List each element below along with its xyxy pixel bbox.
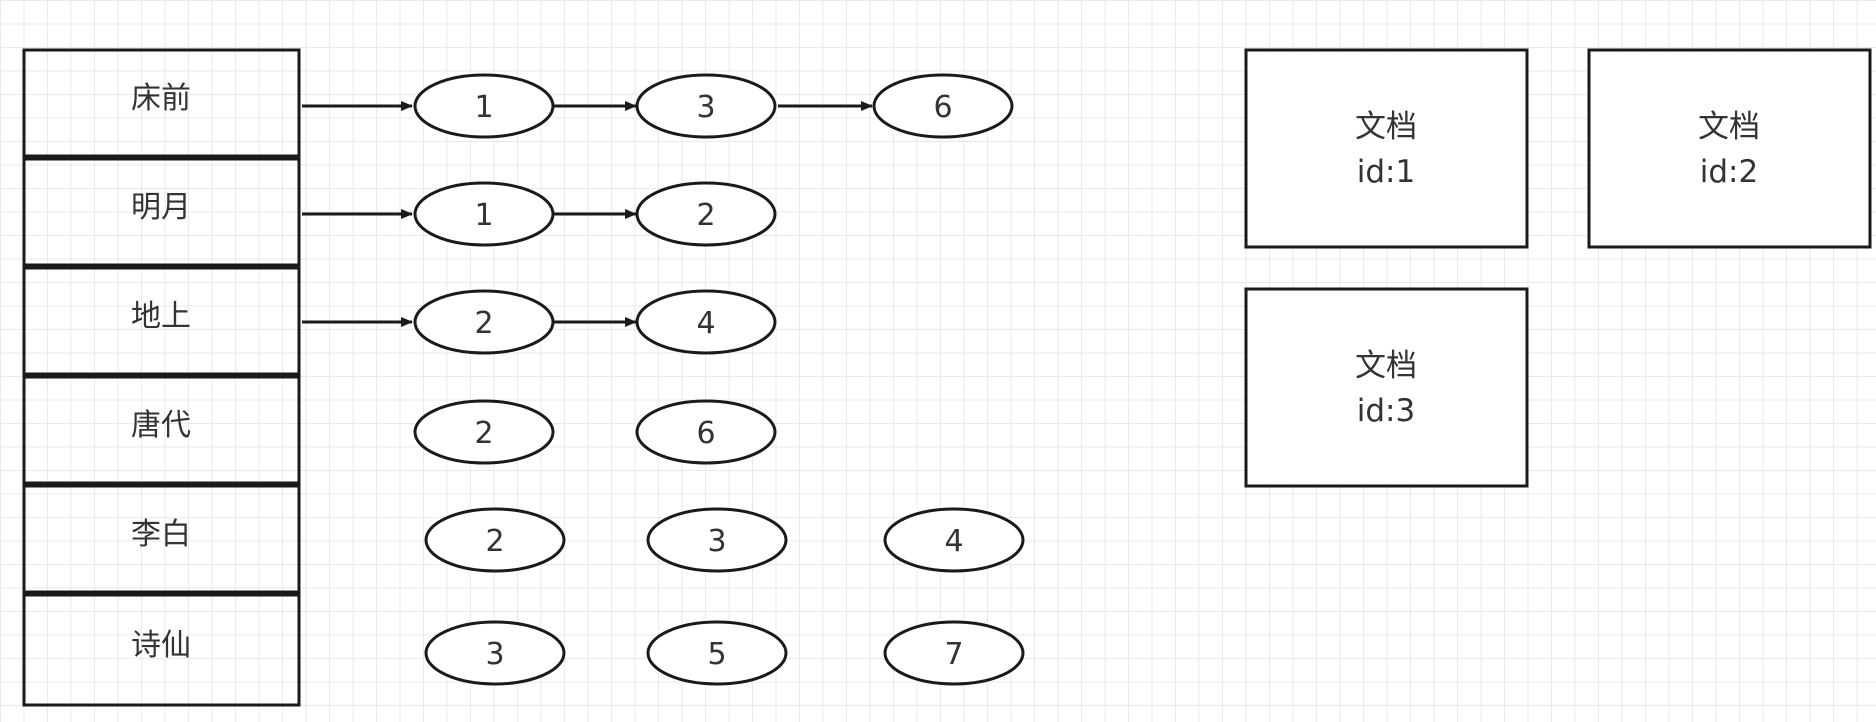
posting-node bbox=[635, 73, 777, 139]
document-box bbox=[1587, 48, 1872, 249]
posting-node bbox=[635, 181, 777, 247]
posting-id: 4 bbox=[696, 306, 715, 341]
posting-id: 2 bbox=[696, 198, 715, 233]
posting-id: 1 bbox=[474, 90, 493, 125]
posting-node bbox=[872, 73, 1014, 139]
posting-id: 6 bbox=[933, 90, 952, 125]
term-label: 地上 bbox=[131, 299, 191, 334]
posting-nodes bbox=[413, 73, 1025, 686]
posting-node bbox=[424, 507, 566, 573]
document-title: 文档 bbox=[1698, 109, 1760, 145]
posting-node bbox=[413, 289, 555, 355]
document-box bbox=[1244, 287, 1529, 488]
posting-labels: 1 3 6 1 2 2 4 2 6 2 3 4 3 5 7 bbox=[474, 90, 963, 672]
posting-node bbox=[883, 507, 1025, 573]
posting-node bbox=[646, 620, 788, 686]
term-label: 诗仙 bbox=[131, 628, 191, 663]
posting-id: 4 bbox=[944, 524, 963, 559]
posting-node bbox=[413, 181, 555, 247]
posting-id: 2 bbox=[474, 416, 493, 451]
posting-id: 7 bbox=[944, 637, 963, 672]
posting-node bbox=[883, 620, 1025, 686]
posting-id: 1 bbox=[474, 198, 493, 233]
term-label: 唐代 bbox=[131, 408, 191, 443]
posting-node bbox=[646, 507, 788, 573]
document-id: id:3 bbox=[1357, 393, 1415, 429]
posting-node bbox=[424, 620, 566, 686]
posting-id: 3 bbox=[696, 90, 715, 125]
posting-node bbox=[413, 399, 555, 465]
posting-id: 2 bbox=[474, 306, 493, 341]
document-labels: 文档 id:1 文档 id:2 文档 id:3 bbox=[1355, 109, 1760, 429]
posting-id: 3 bbox=[485, 637, 504, 672]
posting-id: 3 bbox=[707, 524, 726, 559]
posting-id: 6 bbox=[696, 416, 715, 451]
document-id: id:1 bbox=[1357, 154, 1415, 190]
term-label: 床前 bbox=[131, 81, 191, 116]
posting-node bbox=[635, 399, 777, 465]
posting-node bbox=[635, 289, 777, 355]
posting-node bbox=[413, 73, 555, 139]
term-labels: 床前 明月 地上 唐代 李白 诗仙 bbox=[131, 81, 191, 663]
term-label: 李白 bbox=[131, 517, 191, 552]
term-table bbox=[22, 48, 301, 707]
document-box bbox=[1244, 48, 1529, 249]
document-title: 文档 bbox=[1355, 109, 1417, 145]
posting-id: 5 bbox=[707, 637, 726, 672]
document-boxes bbox=[1244, 48, 1872, 488]
document-title: 文档 bbox=[1355, 348, 1417, 384]
document-id: id:2 bbox=[1700, 154, 1758, 190]
posting-arrows bbox=[302, 101, 873, 327]
posting-id: 2 bbox=[485, 524, 504, 559]
term-label: 明月 bbox=[131, 190, 191, 225]
